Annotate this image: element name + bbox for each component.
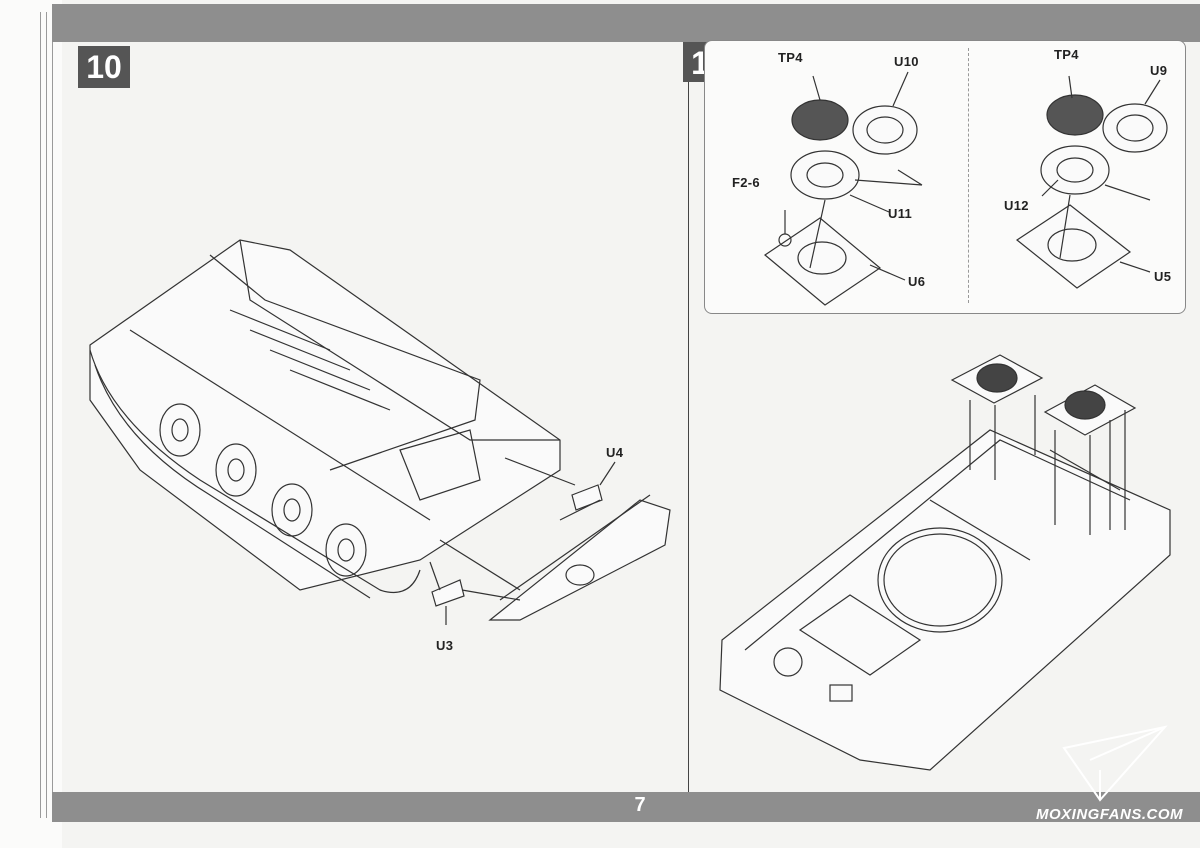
part-label-u6: U6 [908, 274, 926, 289]
part-label-u9: U9 [1150, 63, 1168, 78]
subassembly-separator [968, 48, 969, 303]
part-label-u11: U11 [888, 206, 913, 221]
page-edge-line [52, 12, 53, 818]
page-edge-line [40, 12, 41, 818]
subassembly-right [1015, 75, 1168, 289]
part-u3 [431, 579, 465, 607]
subassembly-left [764, 71, 923, 306]
part-label-f2-6: F2-6 [732, 175, 760, 190]
part-label-tp4: TP4 [778, 50, 803, 65]
page-edge-line [46, 12, 47, 818]
rear-hull-plate [488, 494, 671, 621]
footer-bar [52, 792, 1200, 822]
lower-hull-with-tracks [89, 239, 561, 599]
page-number: 7 [634, 794, 646, 816]
part-label-u5: U5 [1154, 269, 1172, 284]
header-bar [52, 4, 1200, 42]
part-label-tp4: TP4 [1054, 47, 1079, 62]
part-label-u12: U12 [1004, 198, 1029, 213]
step-10-badge: 10 [78, 46, 130, 88]
watermark: MOXINGFANS.COM [1036, 806, 1184, 823]
step-divider [688, 42, 689, 792]
part-label-u10: U10 [894, 54, 919, 69]
part-u4 [571, 484, 603, 511]
part-label-u3: U3 [436, 638, 454, 653]
part-label-u4: U4 [606, 445, 624, 460]
paper-plane-logo [1062, 725, 1168, 802]
upper-hull [719, 354, 1171, 771]
page-edge [0, 0, 62, 848]
